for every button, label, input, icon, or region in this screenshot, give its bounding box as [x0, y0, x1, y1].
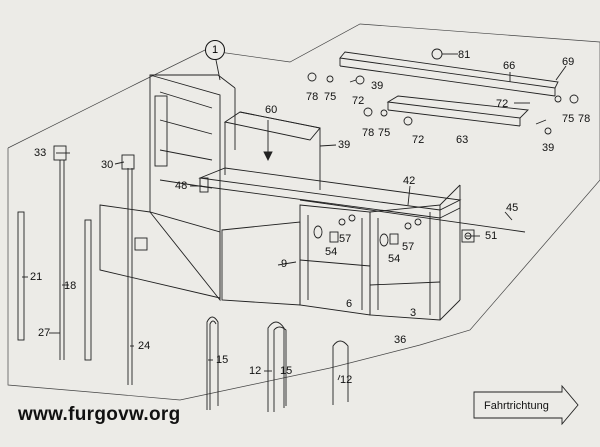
part-label-12: 12	[249, 365, 262, 377]
part-label-69: 69	[562, 56, 575, 68]
part-label-36: 36	[394, 334, 407, 346]
part-label-72: 72	[496, 98, 509, 110]
part-label-30: 30	[101, 159, 114, 171]
part-label-81: 81	[458, 49, 471, 61]
part-label-9: 9	[281, 258, 288, 270]
part-label-78: 78	[578, 113, 591, 125]
part-label-78: 78	[306, 91, 319, 103]
part-label-57: 57	[402, 241, 415, 253]
part-label-27: 27	[38, 327, 51, 339]
part-label-51: 51	[485, 230, 498, 242]
part-label-39: 39	[338, 139, 351, 151]
direction-arrow-label: Fahrtrichtung	[484, 400, 549, 412]
part-label-72: 72	[352, 95, 365, 107]
part-label-75: 75	[378, 127, 391, 139]
part-label-57: 57	[339, 233, 352, 245]
part-label-15: 15	[280, 365, 293, 377]
part-label-78: 78	[362, 127, 375, 139]
part-label-3: 3	[410, 307, 417, 319]
part-label-39: 39	[542, 142, 555, 154]
part-label-63: 63	[456, 134, 469, 146]
part-label-54: 54	[388, 253, 401, 265]
part-label-12: 12	[340, 374, 353, 386]
part-label-75: 75	[562, 113, 575, 125]
part-label-60: 60	[265, 104, 278, 116]
part-label-33: 33	[34, 147, 47, 159]
part-label-48: 48	[175, 180, 188, 192]
part-label-39: 39	[371, 80, 384, 92]
watermark-text: www.furgovw.org	[18, 404, 181, 425]
part-label-18: 18	[64, 280, 77, 292]
assembly-number-badge: 1	[205, 40, 225, 60]
part-label-24: 24	[138, 340, 151, 352]
part-label-21: 21	[30, 271, 43, 283]
part-label-66: 66	[503, 60, 516, 72]
part-label-42: 42	[403, 175, 416, 187]
part-label-6: 6	[346, 298, 353, 310]
part-label-75: 75	[324, 91, 337, 103]
part-label-45: 45	[506, 202, 519, 214]
part-label-72: 72	[412, 134, 425, 146]
part-label-54: 54	[325, 246, 338, 258]
part-label-15: 15	[216, 354, 229, 366]
